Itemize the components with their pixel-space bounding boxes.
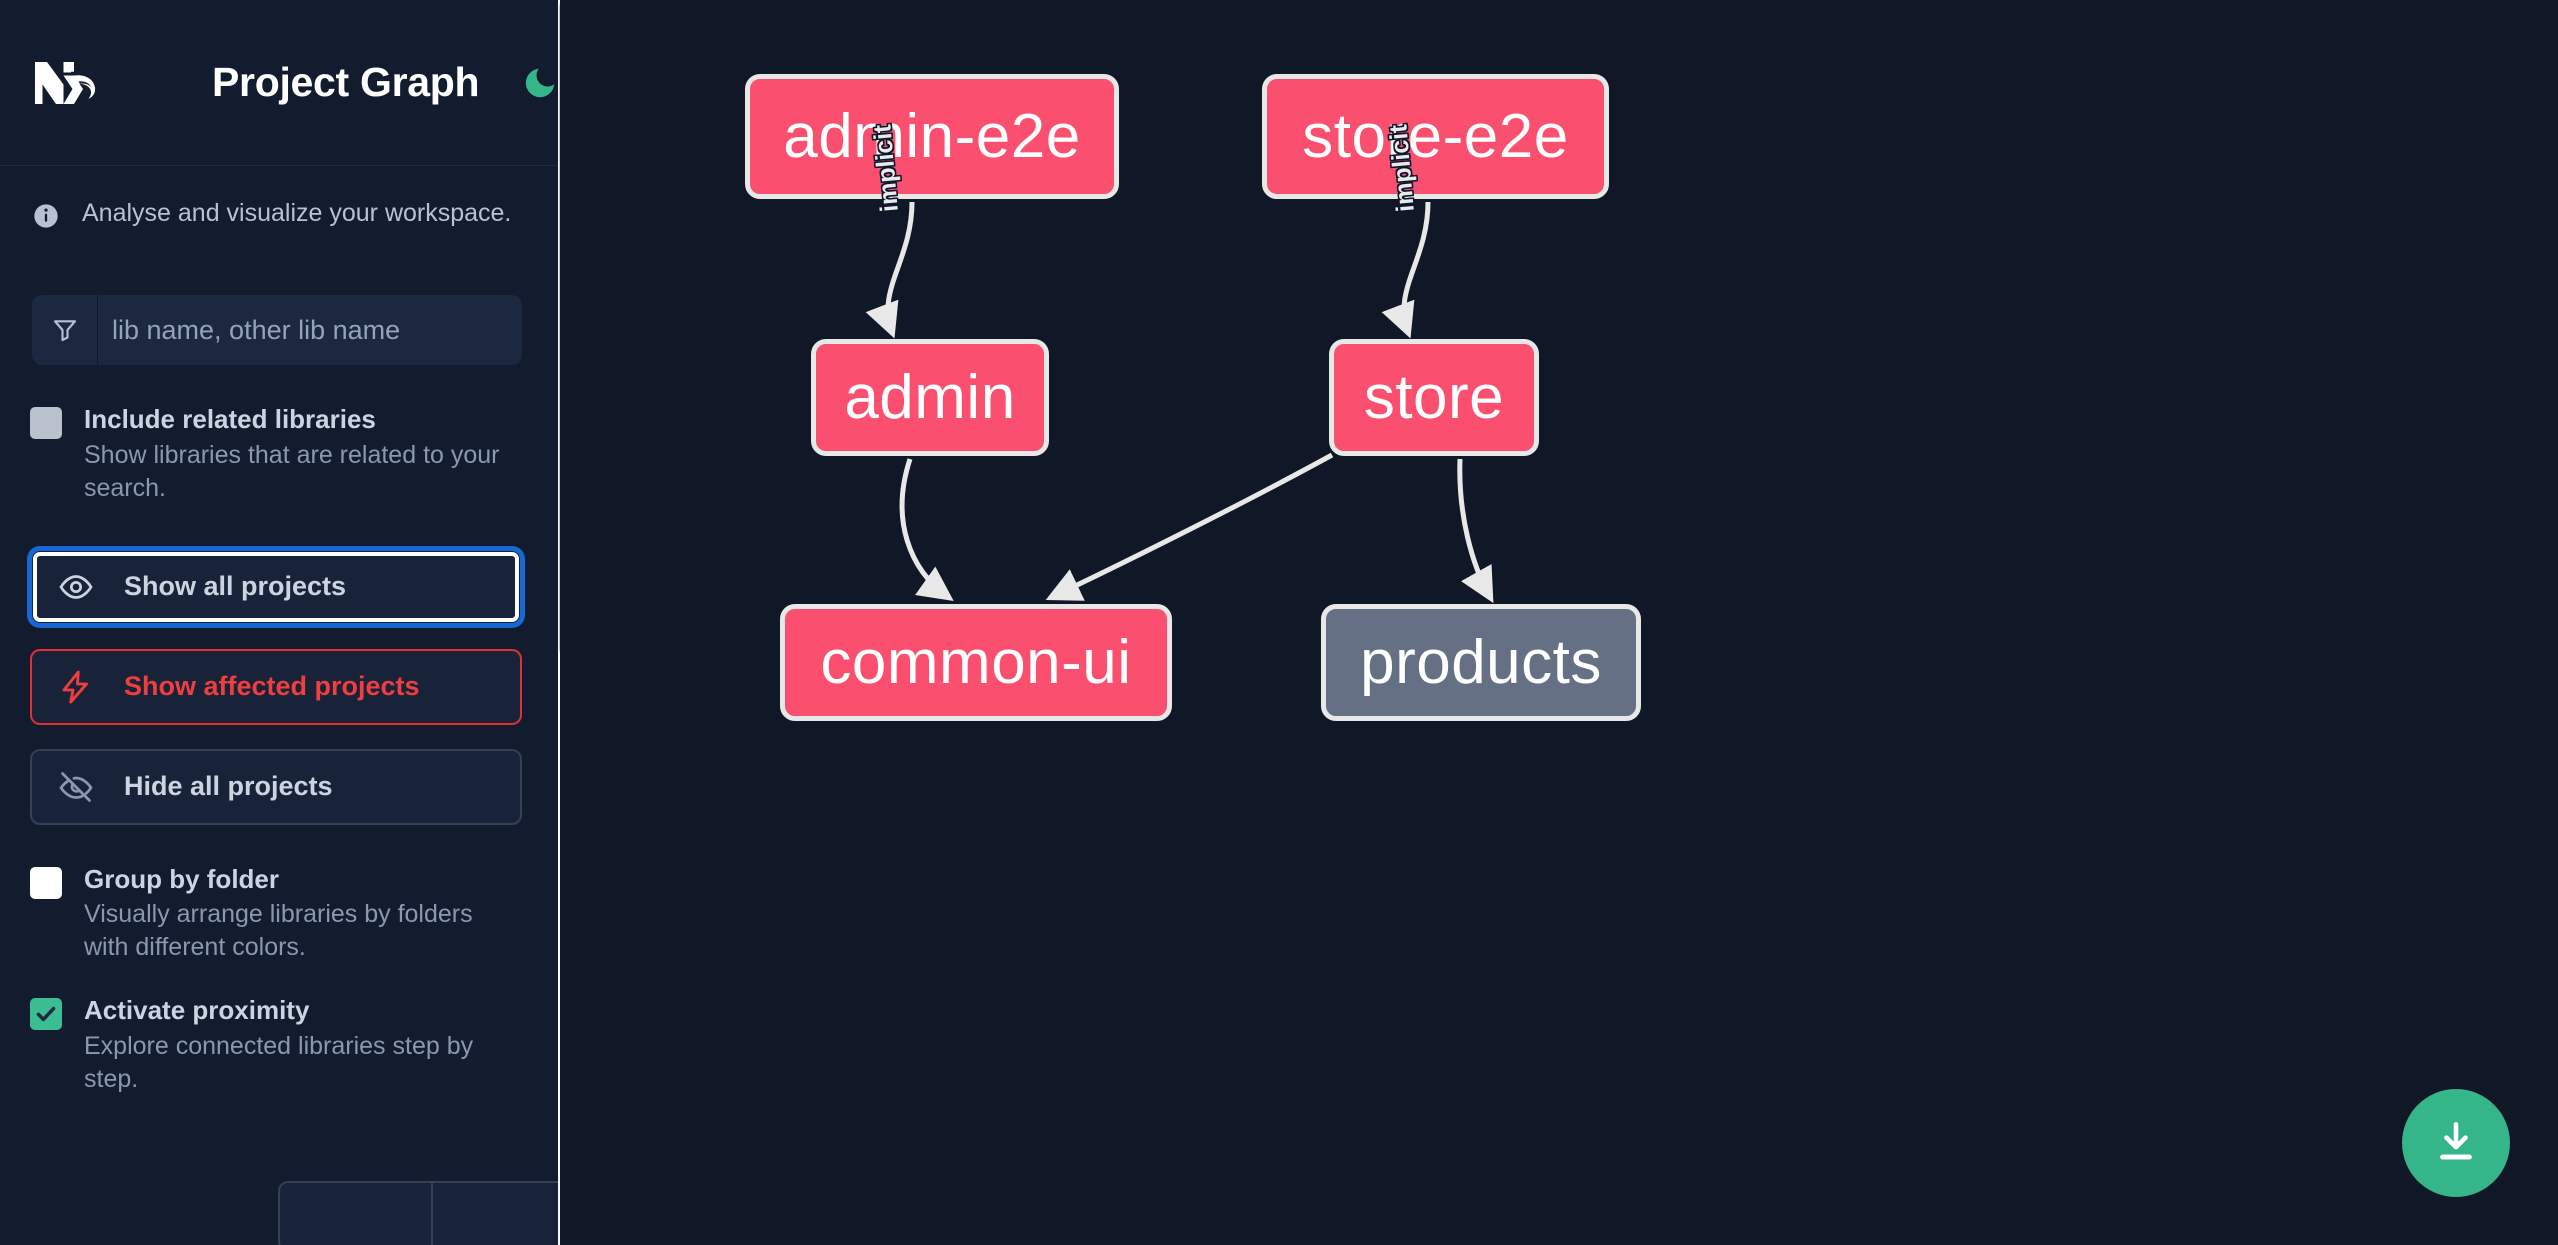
sidebar: Project Graph Analyse and visualize your… bbox=[0, 0, 560, 1245]
hide-all-projects-button[interactable]: Hide all projects bbox=[30, 748, 522, 825]
sidebar-scrollbar[interactable] bbox=[558, 0, 560, 1245]
eye-off-icon bbox=[58, 769, 96, 805]
edge-store-common-ui bbox=[1045, 452, 1334, 601]
proximity-stepper-control[interactable] bbox=[278, 1181, 560, 1245]
show-all-projects-label: Show all projects bbox=[124, 571, 347, 601]
checkbox-group-by-folder-box[interactable] bbox=[30, 866, 62, 899]
proximity-stepper-segment-2[interactable] bbox=[433, 1183, 560, 1245]
show-affected-projects-label: Show affected projects bbox=[124, 671, 420, 701]
moon-icon[interactable] bbox=[519, 60, 560, 106]
checkbox-group-by-folder-desc: Visually arrange libraries by folders wi… bbox=[84, 900, 473, 961]
search-input[interactable] bbox=[98, 295, 522, 365]
edge-store-e2e-store bbox=[1381, 201, 1431, 339]
download-icon bbox=[2431, 1117, 2481, 1170]
proximity-stepper-segment-1[interactable] bbox=[280, 1183, 433, 1245]
graph-layer: admin-e2e store-e2e admin store common-u… bbox=[560, 0, 2558, 1245]
checkbox-group-by-folder-label: Group by folder bbox=[84, 863, 279, 894]
graph-node-products-label: products bbox=[1360, 628, 1602, 697]
edge-admin-e2e-admin bbox=[865, 201, 915, 339]
checkbox-group-by-folder[interactable]: Group by folder Visually arrange librari… bbox=[0, 863, 560, 965]
graph-canvas[interactable]: admin-e2e store-e2e admin store common-u… bbox=[560, 0, 2558, 1245]
show-affected-projects-button[interactable]: Show affected projects bbox=[30, 648, 522, 725]
info-icon bbox=[32, 202, 60, 235]
edge-store-products bbox=[1457, 458, 1494, 604]
lightning-icon bbox=[58, 669, 96, 705]
funnel-icon bbox=[32, 295, 98, 365]
graph-node-common-ui[interactable]: common-ui bbox=[780, 604, 1172, 721]
graph-node-admin[interactable]: admin bbox=[811, 339, 1049, 456]
analyse-hint-text: Analyse and visualize your workspace. bbox=[82, 199, 512, 227]
graph-node-common-ui-label: common-ui bbox=[820, 628, 1132, 697]
checkbox-include-related-libraries-text: Include related libraries Show libraries… bbox=[84, 403, 520, 505]
graph-edges bbox=[865, 201, 1494, 604]
graph-node-store-e2e[interactable]: store-e2e bbox=[1262, 74, 1609, 199]
show-all-projects-button[interactable]: Show all projects bbox=[30, 548, 522, 625]
checkbox-activate-proximity-text: Activate proximity Explore connected lib… bbox=[84, 994, 520, 1096]
checkbox-activate-proximity[interactable]: Activate proximity Explore connected lib… bbox=[0, 994, 560, 1096]
graph-node-admin-e2e[interactable]: admin-e2e bbox=[745, 74, 1119, 199]
analyse-hint: Analyse and visualize your workspace. bbox=[0, 166, 560, 235]
checkbox-include-related-libraries-label: Include related libraries bbox=[84, 404, 376, 434]
checkbox-include-related-libraries-desc: Show libraries that are related to your … bbox=[84, 440, 500, 502]
download-graph-button[interactable] bbox=[2402, 1089, 2510, 1197]
checkbox-include-related-libraries[interactable]: Include related libraries Show libraries… bbox=[0, 403, 560, 505]
graph-node-admin-e2e-label: admin-e2e bbox=[783, 102, 1081, 171]
nx-logo-icon bbox=[32, 51, 122, 115]
page-title: Project Graph bbox=[212, 59, 480, 105]
edge-admin-common-ui bbox=[899, 458, 954, 602]
hide-all-projects-label: Hide all projects bbox=[124, 771, 333, 801]
checkbox-activate-proximity-desc: Explore connected libraries step by step… bbox=[84, 1031, 474, 1093]
graph-node-admin-label: admin bbox=[844, 363, 1016, 432]
graph-node-products[interactable]: products bbox=[1321, 604, 1641, 721]
graph-node-store-e2e-label: store-e2e bbox=[1302, 102, 1569, 171]
graph-node-store-label: store bbox=[1363, 363, 1505, 432]
checkbox-group-by-folder-text: Group by folder Visually arrange librari… bbox=[84, 863, 520, 965]
eye-icon bbox=[58, 569, 96, 605]
checkbox-activate-proximity-label: Activate proximity bbox=[84, 995, 310, 1025]
sidebar-header: Project Graph bbox=[0, 0, 560, 166]
checkbox-activate-proximity-box[interactable] bbox=[30, 998, 62, 1030]
sidebar-scrollbar-thumb[interactable] bbox=[559, 0, 560, 656]
filter-field[interactable] bbox=[32, 295, 522, 365]
graph-node-store[interactable]: store bbox=[1329, 339, 1539, 456]
project-visibility-buttons: Show all projects Show affected projects bbox=[30, 548, 522, 825]
checkbox-include-related-libraries-box[interactable] bbox=[30, 407, 62, 439]
